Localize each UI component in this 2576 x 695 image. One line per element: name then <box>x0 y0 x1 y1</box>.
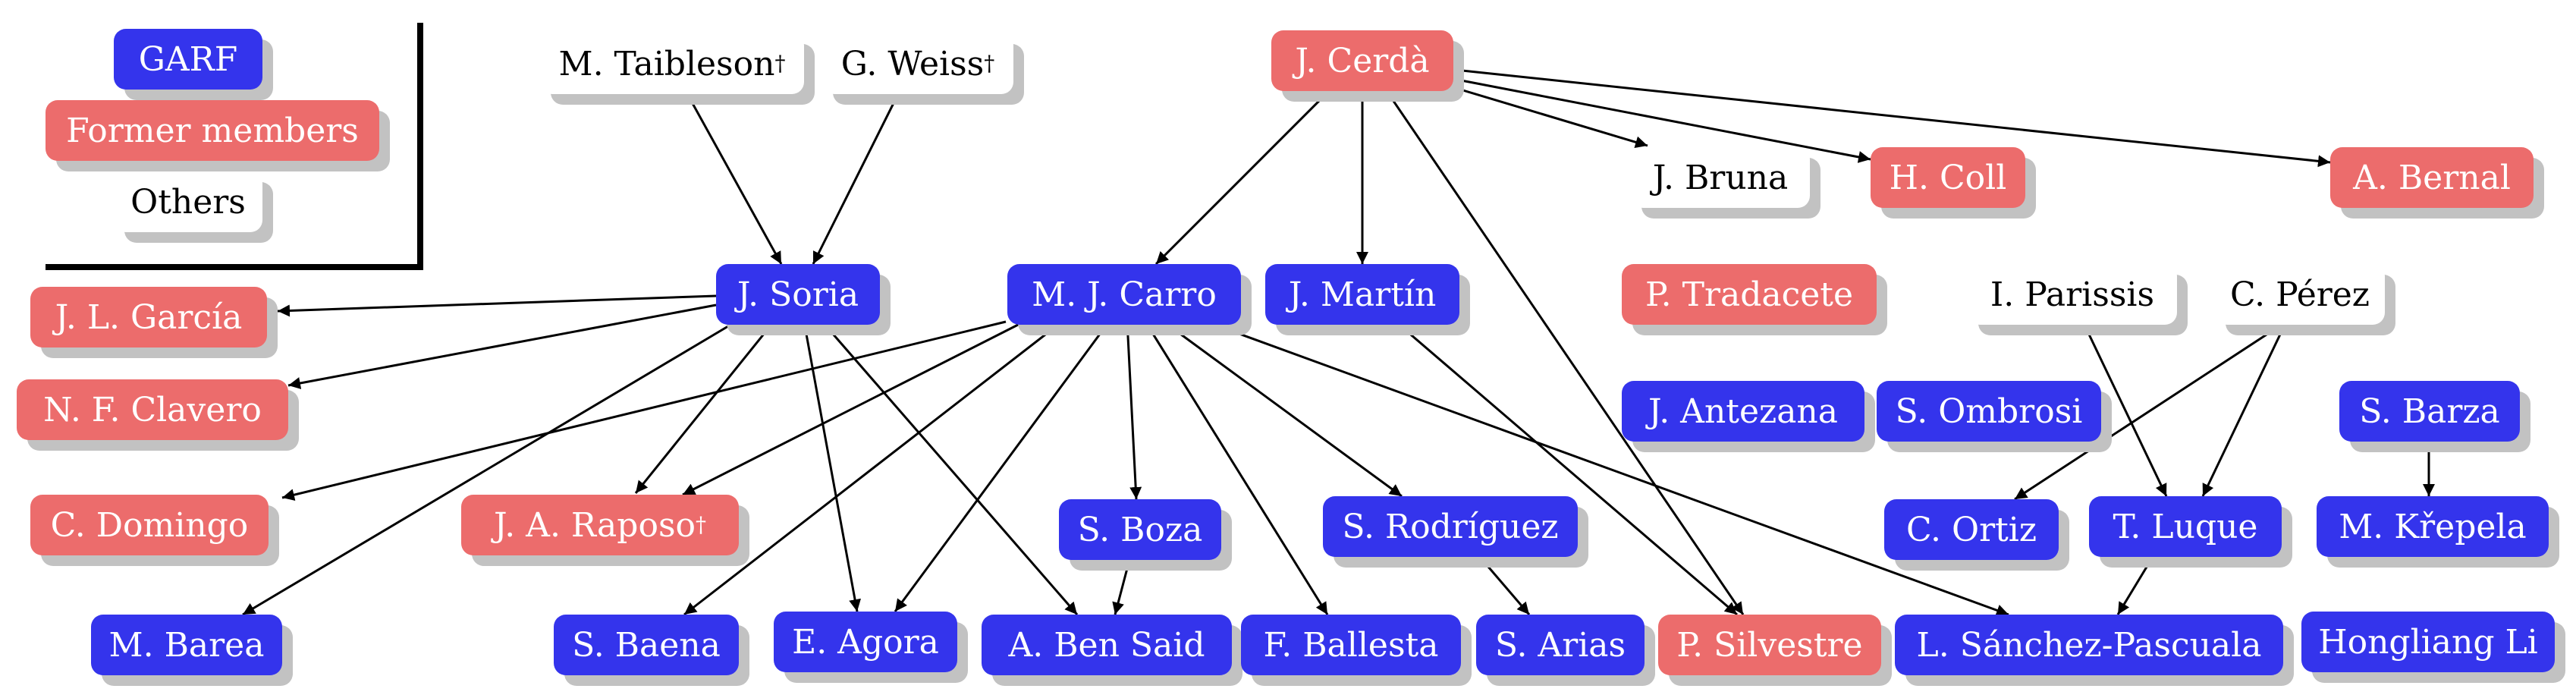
node-bensaid: A. Ben Said <box>982 615 1232 675</box>
edge-rodriguez-arias <box>1482 561 1531 615</box>
node-perez: C. Pérez <box>2215 264 2385 325</box>
edge-carro-boza <box>1126 321 1142 500</box>
edge-cerda-bruna <box>1450 85 1648 149</box>
edge-cerda-carro <box>1154 85 1335 266</box>
node-martin: J. Martín <box>1265 264 1459 325</box>
edge-cerda-bernal <box>1454 68 2331 168</box>
legend-frame <box>417 23 423 270</box>
edge-carro-sanchez <box>1205 320 2009 617</box>
legend-others: Others <box>114 171 262 232</box>
node-tradacete: P. Tradacete <box>1622 264 1877 325</box>
edge-carro-agora <box>894 321 1111 612</box>
edge-parissis-luque <box>2081 321 2168 497</box>
edge-carro-ballesta <box>1144 321 1329 615</box>
node-li: Hongliang Li <box>2301 612 2555 672</box>
legend-garf: GARF <box>114 29 262 90</box>
node-ballesta: F. Ballesta <box>1241 615 1461 675</box>
node-coll: H. Coll <box>1871 147 2025 208</box>
node-baena: S. Baena <box>554 615 739 675</box>
node-weiss: G. Weiss† <box>822 33 1013 94</box>
node-garcia: J. L. García <box>30 287 267 348</box>
edge-weiss-soria <box>812 90 901 265</box>
edge-cerda-silvestre <box>1382 86 1745 615</box>
node-bernal: A. Bernal <box>2330 147 2534 208</box>
node-sanchez: L. Sánchez-Pascuala <box>1895 615 2283 675</box>
node-cerda: J. Cerdà <box>1271 30 1453 91</box>
node-clavero: N. F. Clavero <box>17 379 288 440</box>
node-bruna: J. Bruna <box>1631 147 1810 208</box>
node-domingo: C. Domingo <box>30 495 269 555</box>
node-agora: E. Agora <box>774 612 957 672</box>
node-arias: S. Arias <box>1476 615 1645 675</box>
node-carro: M. J. Carro <box>1007 264 1241 325</box>
edge-carro-baena <box>683 320 1063 616</box>
edge-soria-garcia <box>277 294 717 317</box>
edge-perez-ortiz <box>2014 320 2287 501</box>
edge-soria-raposo <box>634 321 775 494</box>
node-ombrosi: S. Ombrosi <box>1877 381 2101 442</box>
node-parissis: I. Parissis <box>1968 264 2177 325</box>
node-soria: J. Soria <box>716 264 880 325</box>
node-krepela: M. Křepela <box>2317 496 2549 557</box>
node-boza: S. Boza <box>1059 499 1221 560</box>
node-silvestre: P. Silvestre <box>1658 615 1881 675</box>
edge-cerda-coll <box>1453 77 1871 163</box>
node-raposo: J. A. Raposo† <box>461 495 739 555</box>
edge-carro-domingo <box>281 320 1007 501</box>
node-luque: T. Luque <box>2089 496 2282 557</box>
edge-boza-bensaid <box>1112 556 1132 615</box>
edge-soria-bensaid <box>821 321 1079 615</box>
node-barza: S. Barza <box>2339 381 2520 442</box>
legend-former-members: Former members <box>46 100 379 161</box>
node-barea: M. Barea <box>91 615 282 675</box>
edge-soria-agora <box>803 321 861 612</box>
edge-soria-barea <box>242 320 737 616</box>
node-taibleson: M. Taibleson† <box>540 33 804 94</box>
edge-perez-luque <box>2201 321 2288 497</box>
edge-soria-clavero <box>287 303 717 389</box>
node-antezana: J. Antezana <box>1622 381 1864 442</box>
edge-luque-sanchez <box>2116 556 2154 615</box>
legend-frame-bottom <box>46 264 423 270</box>
edge-carro-rodriguez <box>1163 320 1403 498</box>
edge-taibleson-soria <box>684 90 783 265</box>
edge-carro-raposo <box>682 320 1025 496</box>
edge-martin-silvestre <box>1395 320 1738 616</box>
node-ortiz: C. Ortiz <box>1884 499 2059 560</box>
node-rodriguez: S. Rodríguez <box>1323 496 1578 557</box>
